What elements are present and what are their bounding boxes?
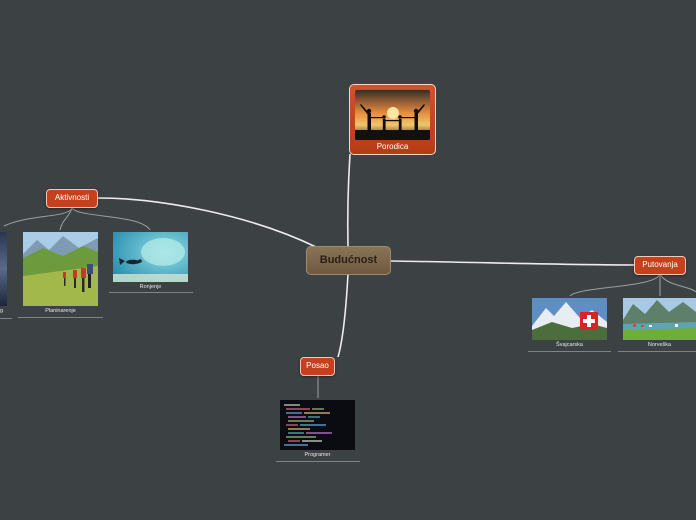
hiking-image bbox=[23, 232, 98, 306]
subtopic-programer-label: Programer bbox=[304, 452, 331, 458]
connector-putovanja bbox=[389, 260, 635, 266]
connector-putovanja-offscreen bbox=[659, 273, 696, 293]
connector-posao bbox=[337, 273, 349, 358]
subtopic-partial-underline bbox=[0, 318, 12, 319]
family-sunset-image bbox=[355, 90, 430, 140]
subtopic-planinarenje-label: Planinarenje bbox=[45, 308, 76, 314]
subtopic-planinarenje-underline bbox=[18, 317, 103, 318]
diving-image bbox=[113, 232, 188, 282]
subtopic-norveska-label: Norveška bbox=[647, 342, 672, 348]
topic-aktivnosti[interactable]: Aktivnosti bbox=[46, 189, 98, 208]
topic-posao[interactable]: Posao bbox=[300, 357, 335, 376]
central-topic[interactable]: Budućnost bbox=[306, 246, 391, 275]
subtopic-ronjenje-underline bbox=[109, 292, 193, 293]
subtopic-svajcarska-underline bbox=[528, 351, 611, 352]
topic-putovanja[interactable]: Putovanja bbox=[634, 256, 686, 275]
subtopic-svajcarska-label: Švajcarska bbox=[556, 342, 583, 348]
partial-activity-image bbox=[0, 232, 7, 306]
connector-aktivnosti bbox=[97, 197, 317, 248]
connector-aktivnosti-ronjenje bbox=[71, 207, 151, 231]
connector-porodica bbox=[346, 153, 351, 249]
topic-porodica[interactable]: Porodica bbox=[349, 84, 436, 155]
connector-aktivnosti-planinarenje bbox=[59, 207, 73, 231]
subtopic-norveska-underline bbox=[618, 351, 696, 352]
connector-putovanja-svajcarska bbox=[569, 273, 661, 297]
subtopic-partial-label: g bbox=[0, 308, 4, 314]
subtopic-programer-underline bbox=[276, 461, 360, 462]
switzerland-image bbox=[532, 298, 607, 340]
connector-aktivnosti-g bbox=[3, 207, 73, 227]
subtopic-ronjenje-label: Ronjenje bbox=[139, 284, 162, 290]
norway-image bbox=[623, 298, 696, 340]
topic-porodica-label: Porodica bbox=[376, 142, 409, 151]
code-screen-image bbox=[280, 400, 355, 450]
